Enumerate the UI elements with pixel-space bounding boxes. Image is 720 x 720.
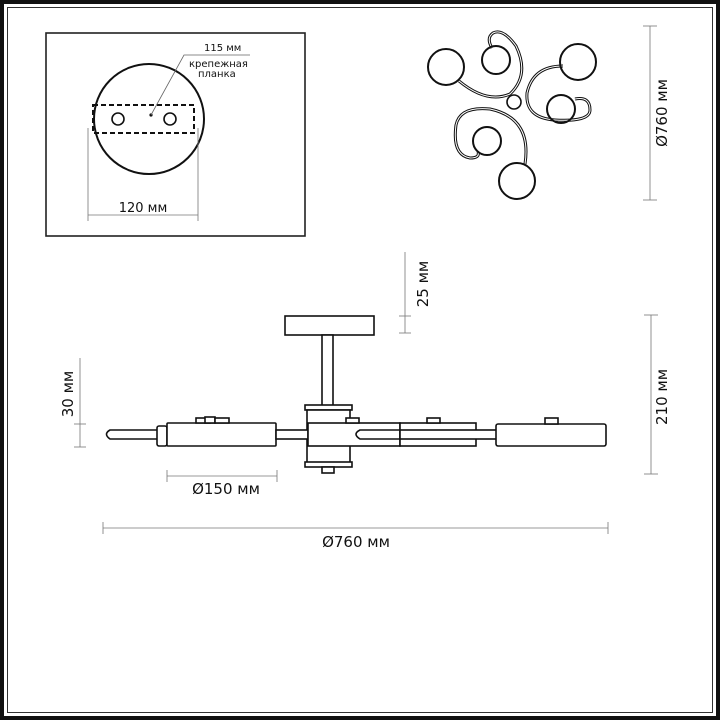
leader-line (150, 54, 250, 116)
shade-6 (498, 162, 536, 200)
canopy-width-label: 120 мм (119, 201, 168, 216)
shade-3 (559, 43, 597, 81)
stem-rod (321, 334, 334, 407)
bracket-label-line2: планка (198, 69, 236, 80)
inner-frame (7, 7, 713, 713)
shade-height-label: 30 мм (59, 371, 77, 418)
shade-4 (546, 94, 576, 124)
hub-finial (321, 466, 335, 474)
side-view-labels: 25 мм 210 мм 30 мм Ø150 мм Ø760 мм (59, 261, 671, 551)
screw-hole-left (111, 112, 125, 126)
total-diameter-label: Ø760 мм (322, 533, 390, 551)
left-shade (166, 422, 277, 447)
bracket-dimension-label: 115 мм (204, 43, 241, 54)
screw-hole-right (163, 112, 177, 126)
right-shade (495, 423, 607, 447)
left-arm-rod (275, 429, 309, 440)
left-arm-tip (105, 429, 160, 440)
top-view (427, 30, 597, 200)
bracket-label-line1: крепежная (189, 59, 248, 70)
center-arm-rod (355, 429, 401, 440)
side-view-dimensions (74, 252, 658, 534)
top-view-diameter-label: Ø760 мм (653, 79, 671, 147)
ceiling-canopy (284, 315, 375, 336)
canopy-circle (93, 63, 205, 175)
top-view-dimension: Ø760 мм (643, 25, 671, 201)
left-shade-collar (156, 425, 168, 447)
mount-detail: 115 мм крепежная планка 120 мм (45, 32, 306, 237)
side-view (105, 315, 607, 474)
arm-lower (453, 107, 528, 165)
shade-5 (472, 126, 502, 156)
total-height-label: 210 мм (653, 369, 671, 425)
shade-1 (427, 48, 465, 86)
shade-2 (481, 45, 511, 75)
canopy-height-label: 25 мм (414, 261, 432, 308)
shade-diameter-label: Ø150 мм (192, 480, 260, 498)
right-arm-rod (399, 429, 498, 440)
mounting-bracket (92, 104, 195, 134)
center-hub (506, 94, 522, 110)
arm-right (525, 64, 592, 122)
inset-box (45, 32, 306, 237)
